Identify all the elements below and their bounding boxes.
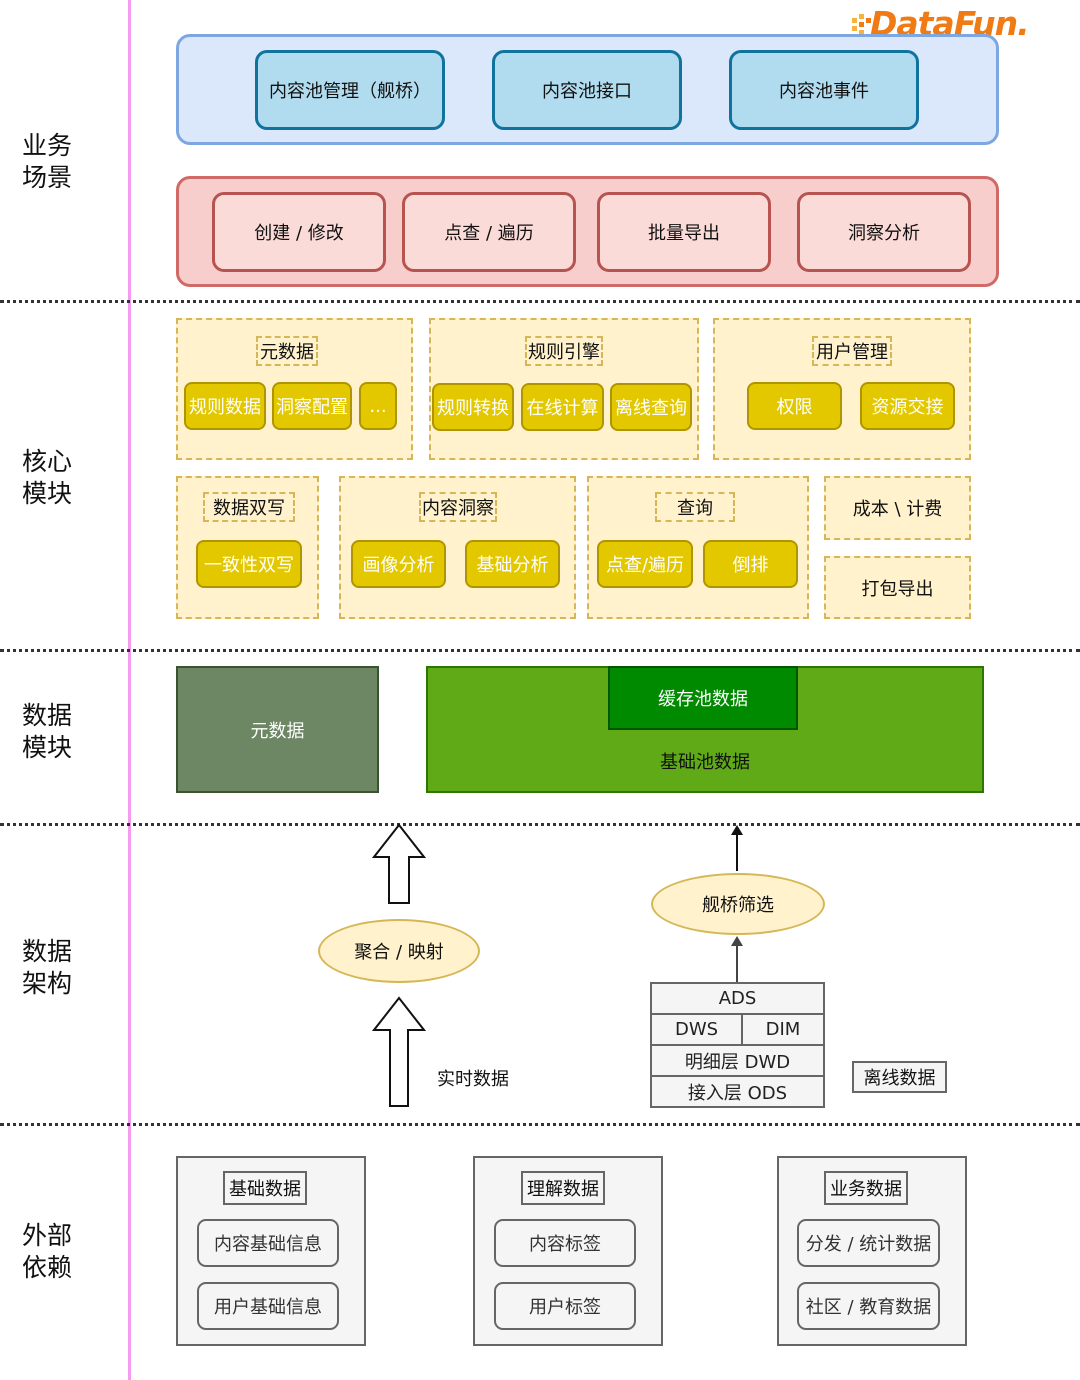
core-query-title: 查询 [655, 492, 735, 522]
ads-layer[interactable]: ADS [650, 982, 825, 1015]
hollow-up-arrow-icon [372, 823, 426, 904]
offline-query-pill[interactable]: 离线查询 [610, 383, 692, 431]
package-export-box[interactable]: 打包导出 [824, 556, 971, 619]
point-query-traverse-box[interactable]: 点查 / 遍历 [402, 192, 576, 272]
consistency-dual-write-pill[interactable]: 一致性双写 [196, 540, 302, 588]
content-tag-box[interactable]: 内容标签 [494, 1219, 636, 1267]
inverted-index-pill[interactable]: 倒排 [703, 540, 798, 588]
section-label-business: 业务场景 [22, 131, 73, 192]
core-user-management-title: 用户管理 [812, 336, 892, 366]
more-pill[interactable]: ... [359, 382, 397, 430]
dwd-layer[interactable]: 明细层 DWD [650, 1044, 825, 1077]
aggregate-mapping-ellipse[interactable]: 聚合 / 映射 [318, 919, 480, 983]
core-rule-engine-title: 规则引擎 [525, 336, 603, 366]
batch-export-box[interactable]: 批量导出 [597, 192, 771, 272]
offline-data-label: 离线数据 [852, 1061, 947, 1093]
realtime-data-label: 实时数据 [437, 1069, 509, 1090]
base-pool-label: 基础池数据 [660, 752, 750, 773]
vertical-divider [128, 0, 131, 1380]
metadata-block[interactable]: 元数据 [176, 666, 379, 793]
content-pool-interface-box[interactable]: 内容池接口 [492, 50, 682, 130]
rule-transform-pill[interactable]: 规则转换 [432, 383, 514, 431]
rule-data-pill[interactable]: 规则数据 [184, 382, 266, 430]
dws-layer[interactable]: DWS [650, 1013, 743, 1046]
user-basic-info-box[interactable]: 用户基础信息 [197, 1282, 339, 1330]
core-metadata-title: 元数据 [256, 336, 318, 366]
content-pool-management-box[interactable]: 内容池管理（舰桥） [255, 50, 445, 130]
core-content-insight-title: 内容洞察 [419, 492, 497, 522]
section-label-external: 外部依赖 [22, 1221, 73, 1282]
distribution-stats-box[interactable]: 分发 / 统计数据 [797, 1219, 940, 1267]
content-pool-event-box[interactable]: 内容池事件 [729, 50, 919, 130]
permission-pill[interactable]: 权限 [747, 382, 842, 430]
profile-analysis-pill[interactable]: 画像分析 [351, 540, 446, 588]
section-separator [0, 300, 1080, 303]
understanding-data-title: 理解数据 [521, 1171, 605, 1205]
online-compute-pill[interactable]: 在线计算 [521, 383, 604, 431]
insight-analysis-box[interactable]: 洞察分析 [797, 192, 971, 272]
cost-billing-box[interactable]: 成本 \ 计费 [824, 476, 971, 540]
business-data-title: 业务数据 [824, 1171, 908, 1205]
content-basic-info-box[interactable]: 内容基础信息 [197, 1219, 339, 1267]
bridge-filter-ellipse[interactable]: 舰桥筛选 [651, 873, 825, 935]
dim-layer[interactable]: DIM [741, 1013, 825, 1046]
thin-up-arrow-icon [731, 936, 743, 982]
create-modify-box[interactable]: 创建 / 修改 [212, 192, 386, 272]
logo-mark-icon [852, 14, 871, 35]
core-dual-write-title: 数据双写 [203, 492, 295, 522]
thin-up-arrow-icon [731, 825, 743, 871]
section-separator [0, 649, 1080, 652]
section-label-core: 核心模块 [22, 447, 73, 508]
basic-data-title: 基础数据 [223, 1171, 307, 1205]
basic-analysis-pill[interactable]: 基础分析 [465, 540, 560, 588]
section-separator [0, 823, 1080, 826]
hollow-up-arrow-icon [372, 996, 426, 1107]
community-education-box[interactable]: 社区 / 教育数据 [797, 1282, 940, 1330]
insight-config-pill[interactable]: 洞察配置 [272, 382, 352, 430]
section-label-data-module: 数据模块 [22, 701, 73, 762]
section-separator [0, 1123, 1080, 1126]
cache-pool-block[interactable]: 缓存池数据 [608, 666, 798, 730]
section-label-architecture: 数据架构 [22, 937, 73, 998]
ods-layer[interactable]: 接入层 ODS [650, 1075, 825, 1108]
resource-handover-pill[interactable]: 资源交接 [860, 382, 955, 430]
user-tag-box[interactable]: 用户标签 [494, 1282, 636, 1330]
point-traverse-pill[interactable]: 点查/遍历 [597, 540, 693, 588]
